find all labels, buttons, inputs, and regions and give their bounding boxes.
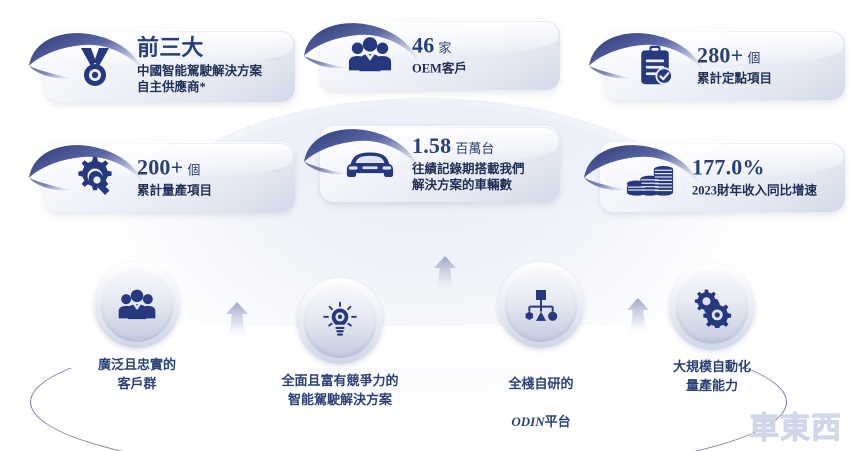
pillar-label-line1: 全棧自研的 bbox=[508, 375, 574, 391]
pillar-circle bbox=[669, 264, 755, 350]
people-group-icon bbox=[118, 289, 156, 320]
circle-face bbox=[100, 268, 174, 342]
stat-unit: 個 bbox=[747, 50, 761, 66]
card-text-block: 200+個 累計量產項目 bbox=[137, 155, 285, 198]
pillar-automated-manufacturing[interactable]: 大規模自動化 量產能力 bbox=[637, 264, 787, 396]
pillar-label: 廣泛且忠實的 客戶群 bbox=[97, 357, 176, 391]
stat-description: 往績記錄期搭載我們 解決方案的車輛數 bbox=[412, 161, 525, 193]
circle-face bbox=[303, 284, 377, 358]
clipboard-check-icon bbox=[627, 37, 683, 93]
stat-unit: 個 bbox=[187, 162, 201, 178]
stat-value: 280+ bbox=[697, 42, 744, 68]
watermark: 車東西 bbox=[749, 412, 842, 446]
stat-description: 2023財年收入同比增速 bbox=[692, 183, 818, 198]
stat-unit: 家 bbox=[438, 40, 452, 56]
stat-value: 46 bbox=[412, 32, 435, 58]
pillar-label: 大規模自動化 量產能力 bbox=[672, 359, 751, 393]
circle-face bbox=[504, 268, 578, 342]
up-arrow-icon bbox=[433, 256, 457, 295]
card-text-block: 前三大 中國智能駕駛解決方案 自主供應商* bbox=[137, 36, 285, 96]
lightbulb-gear-icon bbox=[323, 301, 357, 336]
stat-headline: 177.0% bbox=[692, 155, 835, 179]
pillar-smart-driving-solutions[interactable]: 全面且富有競爭力的 智能駕駛解決方案 bbox=[265, 278, 415, 410]
pillar-label: 全面且富有競爭力的 智能駕駛解決方案 bbox=[281, 373, 399, 407]
pillar-label: 全棧自研的 ODIN平台 bbox=[466, 356, 616, 431]
pillar-label-line2-rest: 平台 bbox=[544, 413, 571, 429]
people-group-icon bbox=[342, 27, 398, 83]
pillar-circle bbox=[498, 262, 584, 348]
stat-value: 200+ bbox=[137, 154, 184, 180]
pillar-odin-platform[interactable]: 全棧自研的 ODIN平台 bbox=[466, 262, 616, 431]
stat-headline: 200+個 bbox=[137, 155, 285, 179]
stat-description: 累計定點項目 bbox=[697, 71, 773, 86]
stat-headline: 280+個 bbox=[697, 43, 835, 67]
coin-stack-icon bbox=[622, 149, 678, 205]
stat-card-mass-production-projects[interactable]: 200+個 累計量產項目 bbox=[29, 142, 295, 212]
stat-value: 前三大 bbox=[137, 34, 204, 60]
pillar-circle bbox=[297, 278, 383, 364]
odin-platform-name: ODIN bbox=[511, 413, 545, 429]
stat-card-top-three-supplier[interactable]: 前三大 中國智能駕駛解決方案 自主供應商* bbox=[29, 30, 295, 102]
stat-value: 1.58 bbox=[412, 132, 452, 158]
stat-headline: 前三大 bbox=[137, 36, 285, 60]
stat-description: 中國智能駕駛解決方案 自主供應商* bbox=[137, 63, 263, 95]
stat-unit: 百萬台 bbox=[455, 140, 495, 156]
pillar-customer-base[interactable]: 廣泛且忠實的 客戶群 bbox=[62, 262, 212, 394]
gear-wrench-icon bbox=[67, 149, 123, 205]
stat-card-design-wins[interactable]: 280+個 累計定點項目 bbox=[589, 30, 845, 100]
hierarchy-icon bbox=[525, 290, 558, 321]
stat-description: OEM客戶 bbox=[412, 61, 467, 76]
stat-card-revenue-growth[interactable]: 177.0% 2023財年收入同比增速 bbox=[584, 142, 845, 212]
stat-value: 177.0% bbox=[692, 154, 765, 180]
stat-description: 累計量產項目 bbox=[137, 183, 213, 198]
medal-icon bbox=[67, 38, 123, 94]
pillar-circle bbox=[94, 262, 180, 348]
double-gear-icon bbox=[694, 289, 732, 328]
circle-face bbox=[675, 270, 749, 344]
car-front-icon bbox=[342, 136, 398, 192]
up-arrow-icon bbox=[225, 302, 249, 341]
card-text-block: 177.0% 2023財年收入同比增速 bbox=[692, 155, 835, 198]
card-text-block: 280+個 累計定點項目 bbox=[697, 43, 835, 86]
